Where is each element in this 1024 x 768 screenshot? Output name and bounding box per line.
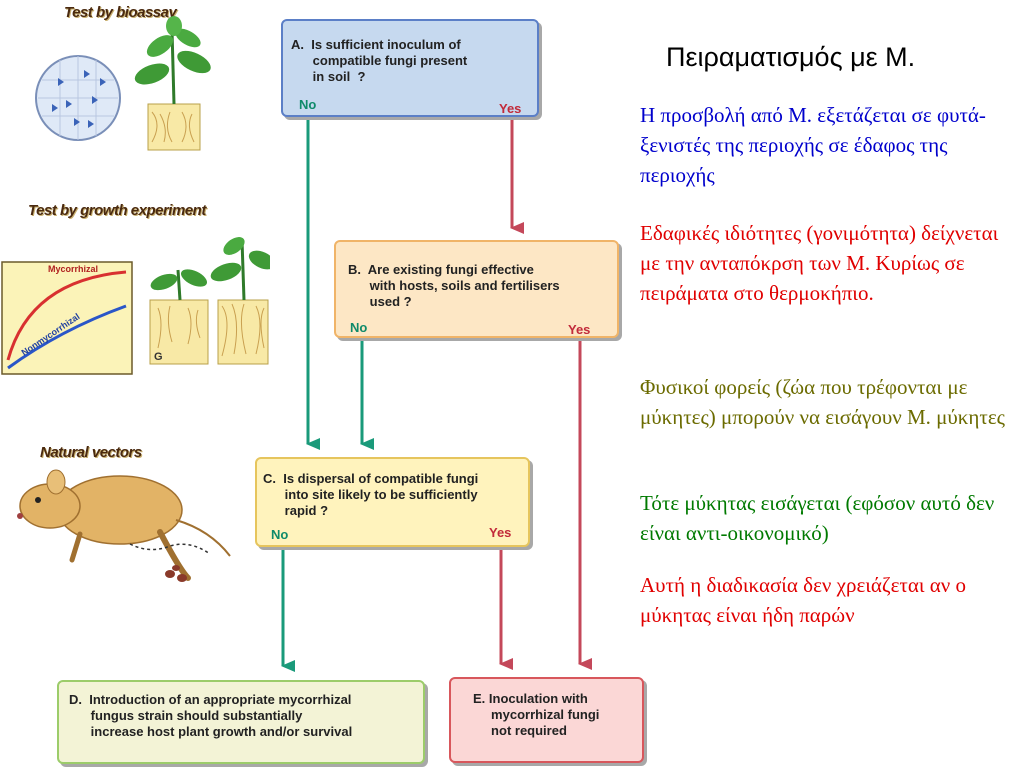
- question-b-no: No: [350, 320, 368, 335]
- paragraph-soil-properties: Εδαφικές ιδιότητες (γονιμότητα) δείχνετα…: [640, 221, 999, 305]
- question-a-yes: Yes: [499, 101, 522, 116]
- slide-title: Πειραματισμός με Μ.: [666, 42, 916, 72]
- natural-vectors-illustration: [17, 469, 231, 582]
- growth-experiment-label: Test by growth experiment: [28, 202, 206, 219]
- paragraph-not-required: Αυτή η διαδικασία δεν χρειάζεται αν ο μύ…: [640, 573, 967, 627]
- question-c-yes: Yes: [489, 525, 512, 540]
- question-b-yes: Yes: [568, 322, 591, 337]
- rodent-icon: [17, 469, 231, 581]
- bioassay-label: Test by bioassay: [64, 4, 177, 21]
- question-c-text: C. Is dispersal of compatible fungi into…: [263, 471, 479, 518]
- question-a-text: A. Is sufficient inoculum of compatible …: [291, 37, 468, 84]
- outcome-box-d: D. Introduction of an appropriate mycorr…: [57, 680, 425, 764]
- petri-dish-icon: [35, 55, 121, 141]
- question-a-no: No: [299, 97, 317, 112]
- growth-graph: Mycorrhizal Nonmycorrhizal: [1, 261, 133, 375]
- small-plant-pot-icon: G: [149, 269, 209, 365]
- question-box-c: C. Is dispersal of compatible fungi into…: [255, 457, 530, 547]
- question-c-no: No: [271, 527, 289, 542]
- spore-droppings-icon: [165, 565, 187, 582]
- question-box-a: A. Is sufficient inoculum of compatible …: [281, 19, 539, 117]
- pot-symbol: G: [154, 351, 163, 363]
- outcome-box-e: E. Inoculation with mycorrhizal fungi no…: [449, 677, 644, 763]
- paragraph-bioassay: Η προσβολή από Μ. εξετάζεται σε φυτά-ξεν…: [640, 103, 986, 187]
- bioassay-illustration: [35, 16, 211, 151]
- large-plant-pot-icon: [210, 237, 270, 365]
- outcome-d-text: D. Introduction of an appropriate mycorr…: [69, 692, 353, 739]
- paragraph-natural-vectors: Φυσικοί φορείς (ζώα που τρέφονται με μύκ…: [640, 375, 1005, 429]
- outcome-e-text: E. Inoculation with mycorrhizal fungi no…: [473, 691, 600, 738]
- paragraph-introduction: Τότε μύκητας εισάγεται (εφόσον αυτό δεν …: [640, 491, 995, 545]
- question-box-b: B. Are existing fungi effective with hos…: [334, 240, 619, 338]
- question-b-text: B. Are existing fungi effective with hos…: [348, 262, 560, 309]
- natural-vectors-label: Natural vectors: [40, 444, 142, 461]
- graph-label-mycorrhizal: Mycorrhizal: [48, 264, 98, 274]
- growth-experiment-illustration: Mycorrhizal Nonmycorrhizal G: [1, 237, 270, 375]
- plant-pot-icon: [134, 16, 211, 151]
